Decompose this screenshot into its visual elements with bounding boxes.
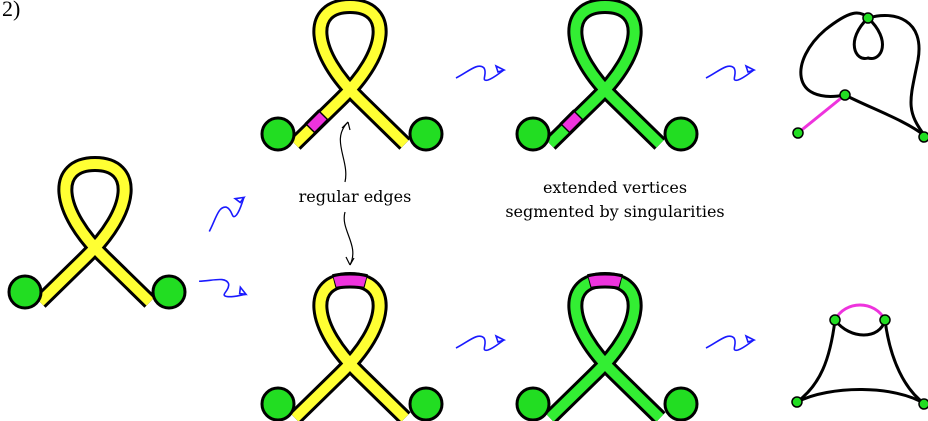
vertex-right xyxy=(151,274,187,310)
vertex-right xyxy=(408,116,444,152)
bottom-ribbon-regular-edge xyxy=(260,275,444,421)
ribbon-yellow xyxy=(40,164,150,302)
vertex-left xyxy=(260,386,296,421)
extended-vertices-label: extended vertices xyxy=(543,178,687,197)
graph-vertex xyxy=(879,314,891,326)
graph-vertex xyxy=(792,127,804,139)
panel-label: 2) xyxy=(2,0,20,21)
vertex-right xyxy=(408,386,444,421)
bottom-ribbon-extended xyxy=(515,275,699,421)
segmented-label: segmented by singularities xyxy=(505,202,724,221)
squiggle-arrow-bottom-1 xyxy=(455,334,507,352)
regular-edge-line xyxy=(833,303,887,321)
regular-edges-label: regular edges xyxy=(299,187,412,206)
vertex-right xyxy=(663,116,699,152)
top-result-graph xyxy=(792,11,928,143)
graph-vertex xyxy=(839,89,851,101)
squiggle-arrow-down xyxy=(197,269,249,305)
squiggle-arrow-top-2 xyxy=(705,64,757,82)
regular-edge-segment xyxy=(588,275,622,287)
squiggle-arrow-bottom-2 xyxy=(705,334,757,352)
graph-vertex xyxy=(862,12,874,24)
initial-ribbon-graph xyxy=(7,164,187,310)
annotation-arrow-up xyxy=(339,121,349,183)
regular-edge-segment xyxy=(333,275,367,287)
top-ribbon-regular-edge xyxy=(260,6,444,152)
regular-edge-segment xyxy=(307,112,327,132)
graph-vertex xyxy=(918,131,928,143)
graph-vertex xyxy=(829,314,841,326)
annotation-arrows xyxy=(339,121,355,266)
small-loop xyxy=(852,16,884,60)
graph-vertex xyxy=(791,396,803,408)
regular-edge-line xyxy=(797,93,846,135)
squiggle-arrow-up xyxy=(201,193,251,235)
bottom-result-graph xyxy=(791,303,928,410)
vertex-left xyxy=(515,386,551,421)
top-ribbon-extended xyxy=(515,6,699,152)
regular-edge-segment xyxy=(562,112,582,132)
annotation-arrow-down xyxy=(343,211,354,266)
vertex-left xyxy=(515,116,551,152)
graph-vertex xyxy=(918,398,928,410)
squiggle-arrow-top-1 xyxy=(455,64,507,82)
vertex-right xyxy=(663,386,699,421)
vertex-left xyxy=(7,274,43,310)
vertex-left xyxy=(260,116,296,152)
